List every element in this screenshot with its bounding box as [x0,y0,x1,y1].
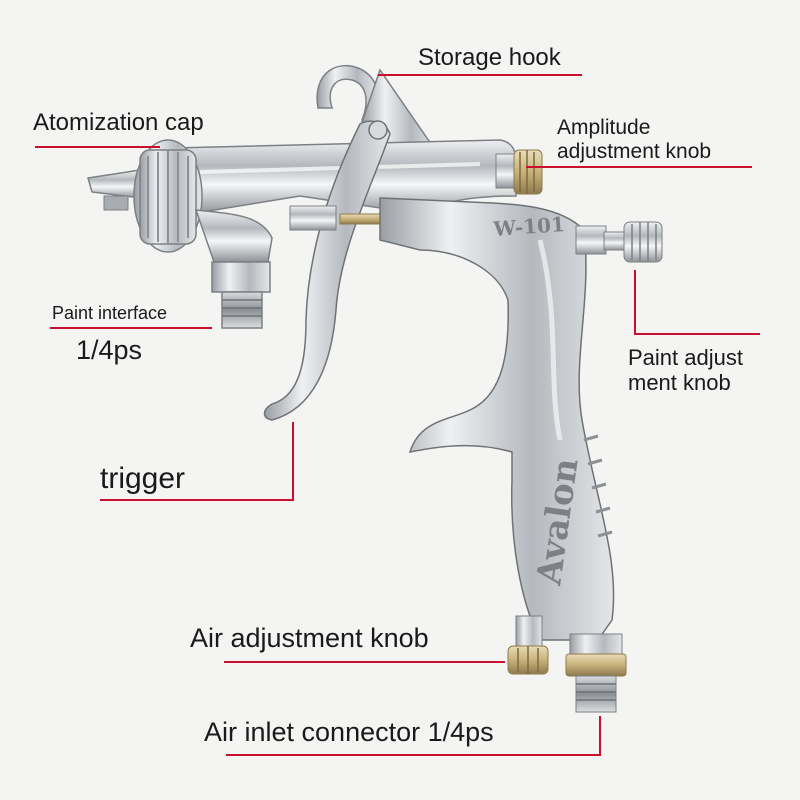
label-paint-adjust-knob: Paint adjust ment knob [628,345,743,396]
label-air-adjustment-knob: Air adjustment knob [190,623,429,653]
label-air-inlet-connector: Air inlet connector 1/4ps [204,717,494,747]
leader-air-inlet [226,716,601,756]
leader-trigger [100,422,294,501]
label-paint-adjust-line1: Paint adjust [628,345,743,370]
leader-paint-adjust-knob [634,270,760,335]
atomization-cap [133,139,203,253]
air-adjustment-knob [507,615,549,675]
air-inlet-connector [565,633,627,713]
label-amplitude-knob: Amplitude adjustment knob [557,116,711,164]
label-storage-hook: Storage hook [418,44,561,71]
label-amplitude-line1: Amplitude [557,116,651,139]
trigger [263,120,391,421]
leader-lines [35,74,760,756]
amplitude-adjustment-knob [495,149,543,195]
label-amplitude-line2: adjustment knob [557,140,712,164]
gun-handle: W-101 Avalon [379,197,615,641]
label-paint-interface: Paint interface [52,303,168,323]
label-paint-adjust-line2: ment knob [628,370,731,396]
label-paint-interface-size: 1/4ps [76,335,143,365]
needle-stem [289,205,397,231]
label-trigger: trigger [100,462,186,495]
label-atomization-cap: Atomization cap [33,109,204,136]
model-mark: W-101 [492,212,566,241]
paint-adjustment-knob [575,221,663,263]
paint-interface-fitting [194,209,273,329]
